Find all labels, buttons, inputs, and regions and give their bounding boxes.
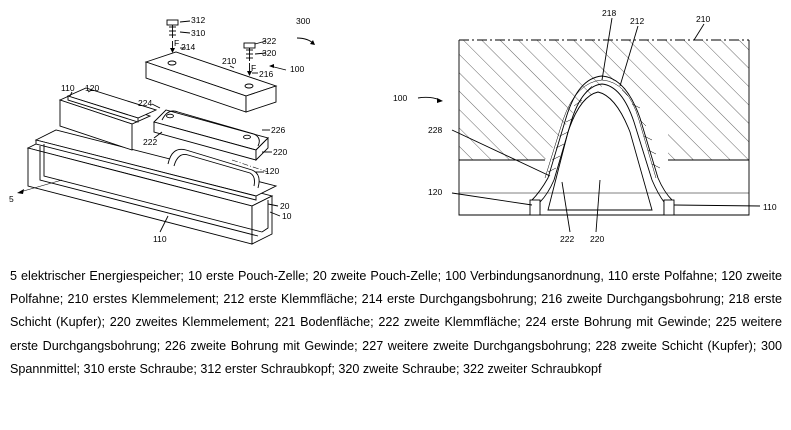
cross-section-view: 218 212 210 100 228 120 110 222 220 [393, 8, 777, 244]
screw-320 [243, 42, 256, 76]
label-322: 322 [262, 36, 276, 46]
label-220-right: 220 [590, 234, 604, 244]
label-320: 320 [262, 48, 276, 58]
label-120-top: 120 [85, 83, 99, 93]
exploded-view: 312 310 F 214 300 210 322 320 F 216 100 … [9, 15, 315, 245]
figure-caption: 5 elektrischer Energiespeicher; 10 erste… [10, 269, 782, 376]
label-222-right: 222 [560, 234, 574, 244]
label-226: 226 [271, 125, 285, 135]
label-312: 312 [191, 15, 205, 25]
label-212: 212 [630, 16, 644, 26]
label-120-right: 120 [428, 187, 442, 197]
label-100-left: 100 [290, 64, 304, 74]
label-224: 224 [138, 98, 152, 108]
label-5: 5 [9, 194, 14, 204]
label-110-top: 110 [61, 83, 75, 93]
label-100-right: 100 [393, 93, 407, 103]
label-210-left: 210 [222, 56, 236, 66]
label-F2: F [251, 63, 256, 73]
screw-310 [166, 19, 179, 53]
pole-tabs [58, 87, 158, 151]
label-10: 10 [282, 211, 292, 221]
label-222-left: 222 [143, 137, 157, 147]
label-310: 310 [191, 28, 205, 38]
label-220-left: 220 [273, 147, 287, 157]
label-214: 214 [181, 42, 195, 52]
patent-figure: 312 310 F 214 300 210 322 320 F 216 100 … [9, 8, 777, 245]
label-228: 228 [428, 125, 442, 135]
pouch-cells [26, 129, 278, 245]
label-110-right: 110 [763, 202, 777, 212]
label-210-right: 210 [696, 14, 710, 24]
label-218: 218 [602, 8, 616, 18]
label-F1: F [174, 38, 179, 48]
clamp-element-220 [153, 109, 269, 162]
label-20: 20 [280, 201, 290, 211]
label-216: 216 [259, 69, 273, 79]
label-120-mid: 120 [265, 166, 279, 176]
clamp-element-210 [144, 51, 278, 113]
label-300: 300 [296, 16, 310, 26]
label-110-bottom: 110 [153, 234, 167, 244]
tab-bend [167, 148, 260, 189]
